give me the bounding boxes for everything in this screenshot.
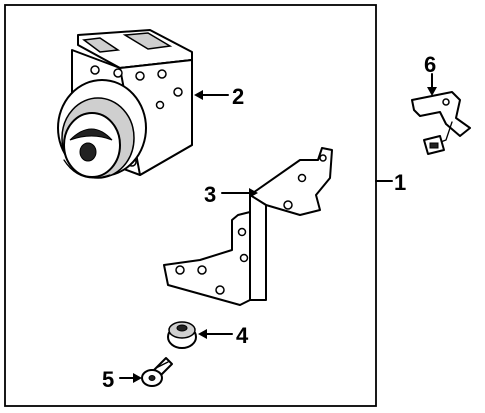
bolt (141, 357, 173, 387)
callout-5: 5 (102, 367, 142, 392)
grommet (167, 321, 197, 349)
callout-2: 2 (194, 84, 244, 109)
mounting-bracket (163, 147, 333, 306)
callout-5-label: 5 (102, 367, 114, 392)
callout-1-label: 1 (394, 170, 406, 195)
callout-6-label: 6 (424, 52, 436, 77)
callout-3: 3 (204, 182, 258, 207)
callout-6: 6 (424, 52, 437, 96)
abs-modulator-unit (57, 29, 193, 179)
callout-3-label: 3 (204, 182, 216, 207)
sensor-bracket (411, 91, 471, 155)
callout-4-label: 4 (236, 323, 249, 348)
callout-1: 1 (375, 170, 406, 195)
assembly-frame (4, 4, 377, 407)
callout-2-label: 2 (232, 84, 244, 109)
callout-4: 4 (198, 323, 249, 348)
